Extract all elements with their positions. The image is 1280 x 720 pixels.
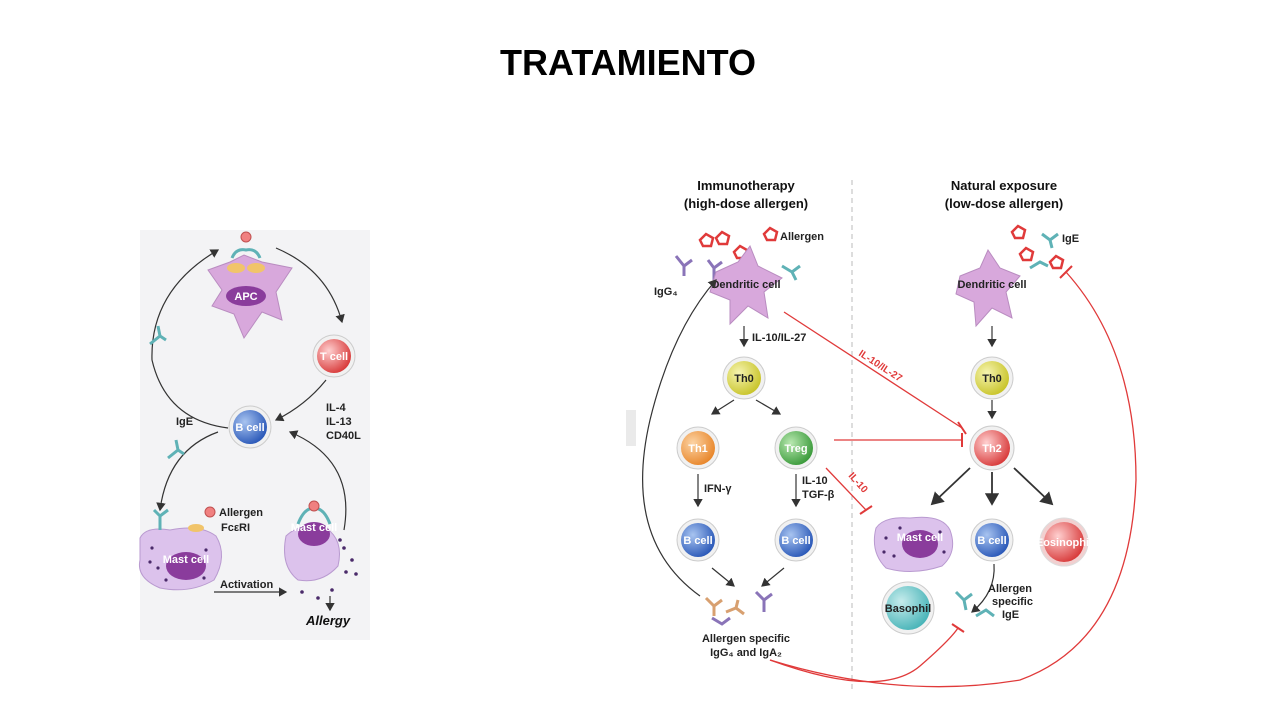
tgf-beta-label: TGF-β [802,489,835,501]
page-title: TRATAMIENTO [500,42,756,83]
inhibit-curve-ige [769,271,1137,688]
mast-cell-right-label: Mast cell [897,532,943,544]
treg-cell: Treg [774,426,818,470]
eosinophil-label: Eosinophil [1036,537,1092,549]
allergen-specific-ige-1: Allergen [988,583,1032,595]
b-cell-3-label: B cell [977,535,1006,547]
bound-ige-icon [152,508,169,530]
igg4-antibody-icon [674,255,693,276]
allergen-label: Allergen [219,507,263,519]
mast-cell-right: Mast cell [873,516,954,572]
t-cell-label: T cell [320,351,348,363]
igg4-iga2-antibody-icon [704,596,723,616]
th0-right-label: Th0 [982,373,1002,385]
basophil-cell: Basophil [881,581,935,635]
allergen-specific-ige-3: IgE [1002,609,1019,621]
b-cell-3: B cell [970,518,1014,562]
mast-cell-1: Mast cell [138,508,222,591]
arrow-bcell-to-mast [156,431,219,512]
igg4-iga2-label: IgG₄ and IgA₂ [710,647,782,659]
allergen-icons-right [1010,224,1065,270]
apc-nucleus [226,286,266,306]
dendritic-left-label: Dendritic cell [711,279,780,291]
header-immunotherapy: Immunotherapy [697,178,795,193]
mast-cell-1-label: Mast cell [163,554,209,566]
ige-label: IgE [176,416,193,428]
th0-left: Th0 [722,356,766,400]
allergen-legend-icon [204,506,216,518]
inhibit-line-il10-il27 [783,311,963,429]
fceri-label: FcεRI [221,522,250,534]
ige-antibody-icon-right [1041,232,1059,249]
inhibit-curve-basophil [769,627,959,683]
treg-label: Treg [784,443,807,455]
cytokine-il13: IL-13 [326,416,352,428]
activation-label: Activation [220,579,273,591]
allergen-specific-ige-2: specific [992,596,1033,608]
right-diagram: Immunotherapy (high-dose allergen) Natur… [626,178,1137,690]
allergen-specific-igg-label: Allergen specific [702,633,790,645]
ige-label-right: IgE [1062,233,1079,245]
b-cell-label: B cell [235,422,264,434]
arrow-apc-to-tcell [275,247,345,324]
ifn-gamma-label: IFN-γ [704,483,732,495]
arrow-feedback-igg4 [642,279,717,597]
allergy-label: Allergy [305,613,351,628]
ige-antibody-icon [149,325,167,346]
header-natural-exposure-sub: (low-dose allergen) [945,196,1063,211]
mast-cell-2-label: Mast cell [291,522,337,534]
left-diagram: APC T cell B cell IL-4 IL-13 CD40L IgE [138,230,370,640]
allergen-specific-ige-icon [954,590,973,611]
arrow-mast-to-bcell [288,430,347,531]
il10-il27-red-label: IL-10/IL-27 [856,348,904,384]
allergen-icon [240,231,252,243]
il10-il27-label: IL-10/IL-27 [752,332,806,344]
dendritic-cell-left: Dendritic cell [709,244,783,326]
cytokine-il4: IL-4 [326,402,346,414]
dendritic-right-label: Dendritic cell [957,279,1026,291]
apc-cell: APC [207,231,293,340]
th0-left-label: Th0 [734,373,754,385]
dendritic-cell-right: Dendritic cell [955,248,1027,328]
th1-label: Th1 [688,443,708,455]
b-cell-1-label: B cell [683,535,712,547]
inhibit-line-il10 [825,467,867,511]
arrow-bcell-to-apc [151,249,229,429]
header-natural-exposure: Natural exposure [951,178,1057,193]
mhc-icon [227,263,245,273]
b-cell-1: B cell [676,518,720,562]
th2-cell: Th2 [969,425,1015,471]
allergen-label-right: Allergen [780,231,824,243]
th1-cell: Th1 [676,426,720,470]
apc-label: APC [234,291,257,303]
cytokine-cd40l: CD40L [326,430,361,442]
b-cell: B cell [228,405,272,449]
th0-right: Th0 [970,356,1014,400]
allergen-icons-left [698,226,779,260]
mast-cell-2: Mast cell [284,500,358,600]
basophil-label: Basophil [885,603,931,615]
th2-label: Th2 [982,443,1002,455]
t-cell: T cell [312,334,356,378]
header-immunotherapy-sub: (high-dose allergen) [684,196,808,211]
tcr-icon [230,248,262,259]
il10-label: IL-10 [802,475,828,487]
ige-antibody-icon-2 [167,439,185,460]
igg4-label: IgG₄ [654,286,678,298]
eosinophil-cell: Eosinophil [1036,517,1092,567]
arrow-tcell-to-bcell [274,379,327,422]
fceri-receptor-icon [188,524,204,532]
b-cell-2: B cell [774,518,818,562]
b-cell-2-label: B cell [781,535,810,547]
